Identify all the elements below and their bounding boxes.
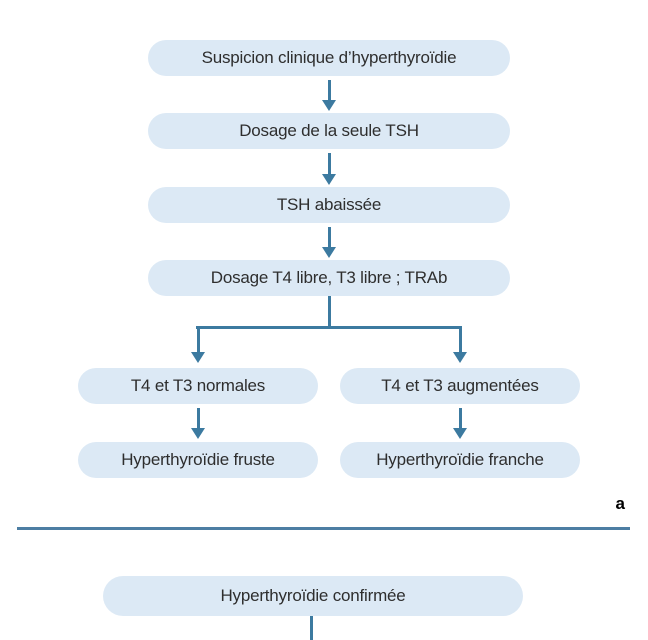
branch-stem-line <box>328 296 331 329</box>
arrow-shaft <box>196 408 200 429</box>
arrow-head <box>322 174 336 185</box>
arrow-shaft <box>196 326 200 353</box>
branch-horizontal-line <box>196 326 462 329</box>
arrow-down-icon <box>453 408 467 439</box>
flow-node-tsh-abaissee: TSH abaissée <box>148 187 510 223</box>
arrow-head <box>322 247 336 258</box>
arrow-shaft <box>327 80 331 101</box>
flow-node-t4-t3-augmentees: T4 et T3 augmentées <box>340 368 580 404</box>
arrow-shaft <box>458 408 462 429</box>
arrow-head <box>453 428 467 439</box>
flow-node-confirmee: Hyperthyroïdie confirmée <box>103 576 523 616</box>
flow-node-franche: Hyperthyroïdie franche <box>340 442 580 478</box>
arrow-head <box>191 428 205 439</box>
arrow-shaft <box>327 153 331 175</box>
arrow-head <box>322 100 336 111</box>
flow-node-suspicion: Suspicion clinique d’hyperthyroïdie <box>148 40 510 76</box>
panel-b-stem-line <box>310 616 313 640</box>
arrow-head <box>453 352 467 363</box>
panel-a-label: a <box>615 494 625 513</box>
arrow-down-icon <box>191 326 205 363</box>
arrow-shaft <box>327 227 331 248</box>
arrow-down-icon <box>322 227 336 258</box>
flow-node-dosage-t4-t3: Dosage T4 libre, T3 libre ; TRAb <box>148 260 510 296</box>
flow-node-fruste: Hyperthyroïdie fruste <box>78 442 318 478</box>
arrow-shaft <box>458 326 462 353</box>
arrow-down-icon <box>453 326 467 363</box>
flow-node-t4-t3-normales: T4 et T3 normales <box>78 368 318 404</box>
arrow-down-icon <box>322 153 336 185</box>
arrow-down-icon <box>322 80 336 111</box>
arrow-head <box>191 352 205 363</box>
panel-divider <box>17 527 630 530</box>
flow-node-dosage-tsh: Dosage de la seule TSH <box>148 113 510 149</box>
arrow-down-icon <box>191 408 205 439</box>
